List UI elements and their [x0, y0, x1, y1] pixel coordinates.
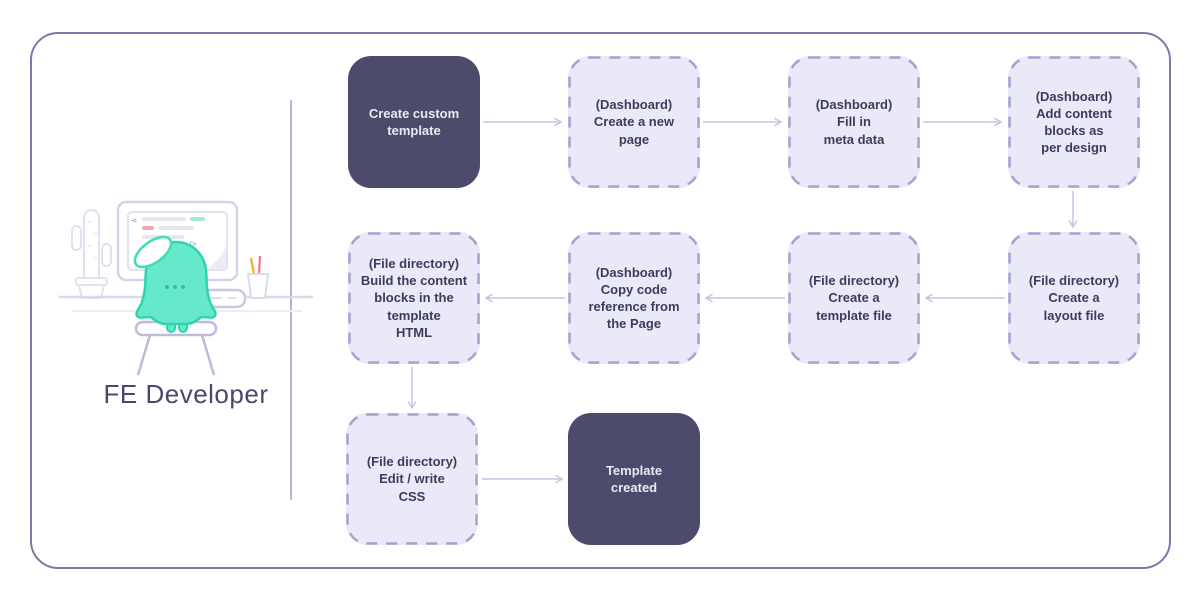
flow-node-create-custom-template: Create custom template — [348, 56, 480, 188]
node-label: (File directory) Create a layout file — [1028, 273, 1120, 323]
dashed-border — [788, 56, 920, 188]
stool-icon — [134, 320, 218, 376]
flow-node-dashboard-add-content-blocks: (Dashboard) Add content blocks as per de… — [1008, 56, 1140, 188]
dashed-border — [348, 232, 480, 364]
actor-label: FE Developer — [103, 379, 269, 409]
cactus-icon — [71, 209, 112, 299]
flow-node-template-created: Template created — [568, 413, 700, 545]
flow-node-filedir-create-template-file: (File directory) Create a template file — [788, 232, 920, 364]
flow-node-filedir-build-content-blocks: (File directory) Build the content block… — [348, 232, 480, 364]
node-label: Template created — [605, 462, 663, 495]
mascot-face-dots — [165, 285, 185, 289]
dashed-border — [346, 413, 478, 545]
dashed-border — [1008, 56, 1140, 188]
node-label: (File directory) Edit / write CSS — [366, 454, 458, 504]
mascot-halo-leaf-icon — [133, 235, 173, 269]
code-lines: < /> — [132, 216, 205, 248]
pen-cup-icon — [246, 255, 270, 299]
dashed-border — [1008, 232, 1140, 364]
node-label: (Dashboard) Add content blocks as per de… — [1035, 88, 1113, 156]
svg-text:/>: /> — [188, 240, 196, 248]
outer-frame — [30, 32, 1171, 569]
dashed-border — [568, 232, 700, 364]
node-label: Create custom template — [368, 105, 460, 138]
dashed-border — [568, 56, 700, 188]
flow-node-filedir-edit-write-css: (File directory) Edit / write CSS — [346, 413, 478, 545]
node-label: (Dashboard) Create a new page — [593, 97, 675, 147]
flow-node-dashboard-create-new-page: (Dashboard) Create a new page — [568, 56, 700, 188]
page-curl — [207, 246, 226, 269]
mascot-icon — [133, 235, 217, 333]
node-label: (Dashboard) Copy code reference from the… — [588, 264, 680, 332]
developer-illustration: < /> — [59, 200, 313, 376]
flow-node-filedir-create-layout-file: (File directory) Create a layout file — [1008, 232, 1140, 364]
node-label: (File directory) Create a template file — [808, 273, 900, 323]
node-label: (Dashboard) Fill in meta data — [815, 97, 893, 147]
flow-node-dashboard-fill-meta-data: (Dashboard) Fill in meta data — [788, 56, 920, 188]
svg-text:<: < — [132, 216, 137, 225]
flow-node-dashboard-copy-code-reference: (Dashboard) Copy code reference from the… — [568, 232, 700, 364]
section-divider — [290, 100, 292, 500]
dashed-border — [788, 232, 920, 364]
actor-panel: < /> — [58, 188, 314, 409]
node-label: (File directory) Build the content block… — [360, 256, 468, 340]
